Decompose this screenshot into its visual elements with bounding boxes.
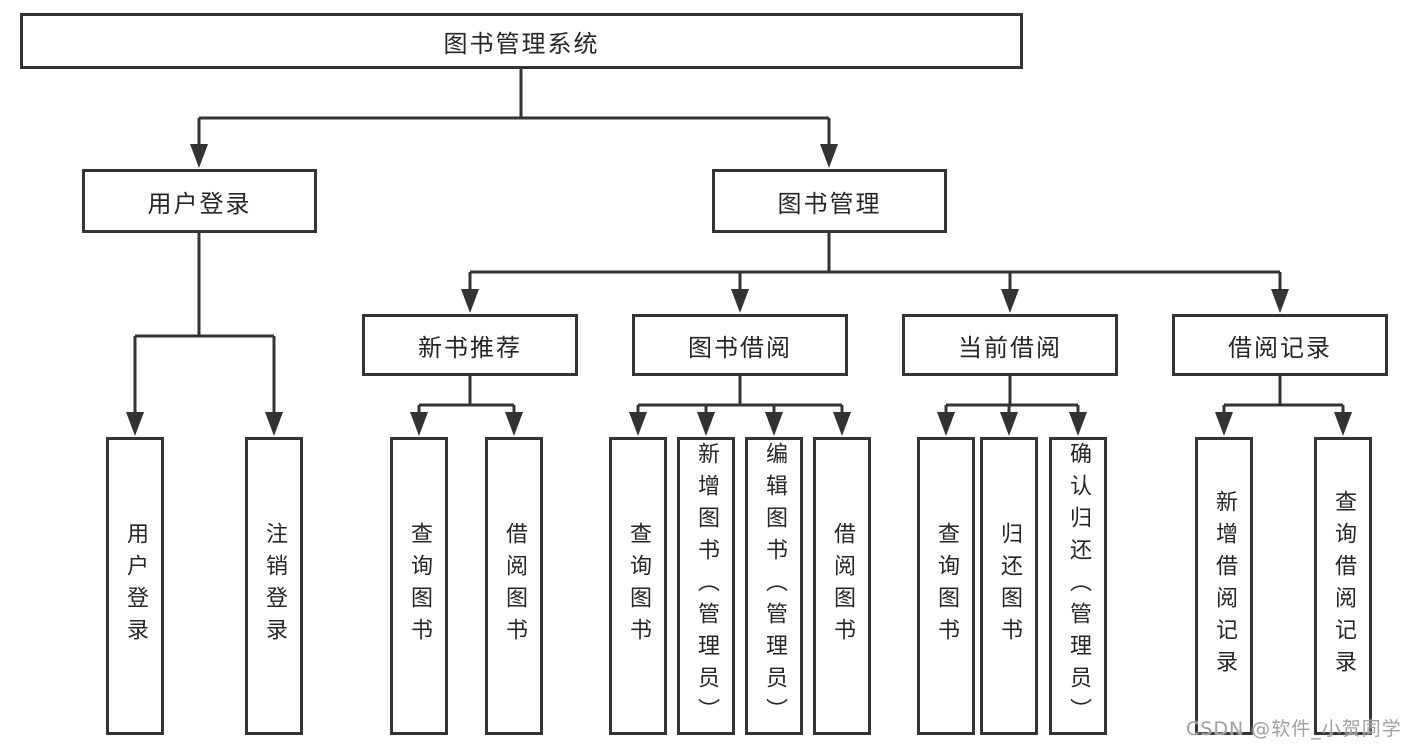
arrowhead [1271,289,1289,313]
leaf-query-books-recommend: 查询图书 [390,437,448,735]
leaf-query-books-current: 查询图书 [917,437,975,735]
leaf-query-books-borrow: 查询图书 [609,437,667,735]
node-book-management: 图书管理 [712,169,947,233]
arrowhead [505,412,523,436]
connector-recommendation-children [410,376,523,436]
leaf-confirm-return-admin: 确认归还（管理员） [1049,437,1107,735]
node-user-login: 用户登录 [82,169,317,233]
leaf-label: 归还图书 [997,522,1022,650]
connector-current-borrowing-children [937,376,1087,436]
node-borrowing-records: 借阅记录 [1172,314,1388,376]
node-new-book-recommendation: 新书推荐 [362,314,578,376]
arrowhead [629,412,647,436]
node-book-borrowing: 图书借阅 [632,314,848,376]
arrowhead [410,412,428,436]
leaf-label: 编辑图书（管理员） [762,442,787,730]
leaf-add-book-admin: 新增图书（管理员） [677,437,735,735]
arrowhead [833,412,851,436]
connector-root-to-level1 [190,69,838,168]
arrowhead [265,412,283,436]
arrowhead [1000,412,1018,436]
leaf-label: 新增图书（管理员） [694,442,719,730]
node-label: 图书管理 [777,189,882,218]
leaf-label: 用户登录 [123,522,148,650]
connector-records-children [1215,376,1352,436]
arrowhead [697,412,715,436]
node-label: 新书推荐 [418,333,522,362]
leaf-label: 查询图书 [626,522,651,650]
leaf-label: 查询借阅记录 [1331,490,1356,682]
leaf-label: 借阅图书 [830,522,855,650]
connector-borrowing-children [629,376,851,436]
leaf-label: 注销登录 [262,522,287,650]
node-label: 图书管理系统 [443,29,600,58]
csdn-watermark: CSDN @软件_小贺同学 [1186,718,1402,740]
leaf-label: 查询图书 [407,522,432,650]
leaf-user-login: 用户登录 [106,437,164,735]
node-label: 当前借阅 [958,333,1062,362]
leaf-label: 新增借阅记录 [1212,490,1237,682]
node-label: 用户登录 [147,189,252,218]
leaf-return-books: 归还图书 [980,437,1038,735]
leaf-borrow-books: 借阅图书 [813,437,871,735]
node-current-borrowing: 当前借阅 [902,314,1118,376]
arrowhead [1069,412,1087,436]
node-label: 图书借阅 [688,333,792,362]
arrowhead [126,412,144,436]
node-library-management-system: 图书管理系统 [20,13,1023,69]
node-label: 借阅记录 [1228,333,1332,362]
arrowhead [820,144,838,168]
arrowhead [1334,412,1352,436]
leaf-label: 确认归还（管理员） [1066,442,1091,730]
leaf-query-borrow-record: 查询借阅记录 [1314,437,1372,735]
arrowhead [1001,289,1019,313]
leaf-edit-book-admin: 编辑图书（管理员） [745,437,803,735]
connector-book-management-children [461,233,1289,313]
arrowhead [1215,412,1233,436]
arrowhead [731,289,749,313]
leaf-label: 查询图书 [934,522,959,650]
arrowhead [765,412,783,436]
leaf-add-borrow-record: 新增借阅记录 [1195,437,1253,735]
leaf-borrow-books-recommend: 借阅图书 [485,437,543,735]
leaf-logout: 注销登录 [245,437,303,735]
arrowhead [190,144,208,168]
leaf-label: 借阅图书 [502,522,527,650]
connector-user-login-children [126,233,283,436]
arrowhead [461,289,479,313]
arrowhead [937,412,955,436]
